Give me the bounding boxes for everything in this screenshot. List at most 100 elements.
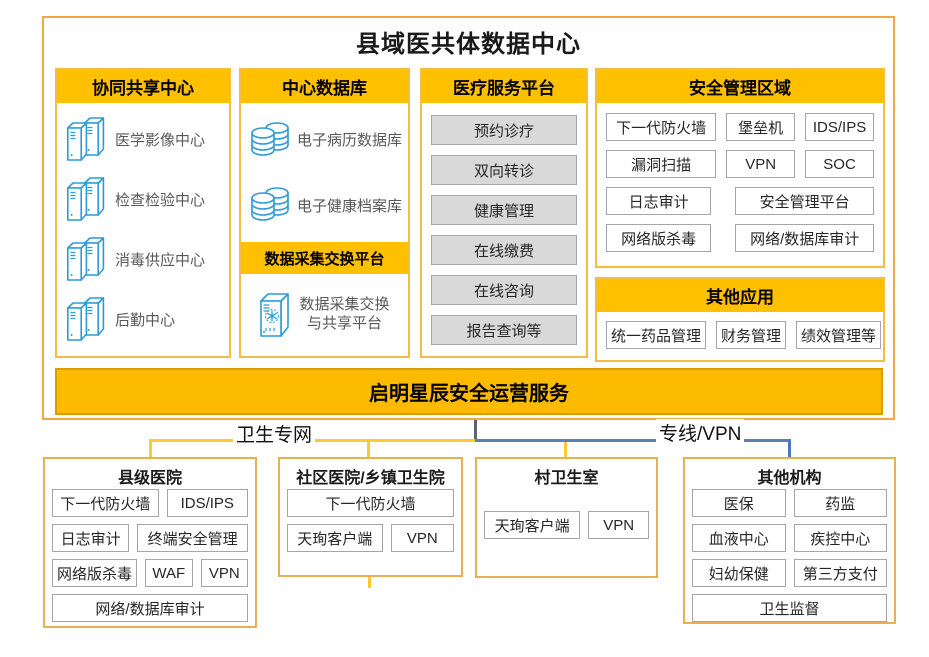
site-product-box: 网络/数据库审计 <box>52 594 248 622</box>
box-county-hospital: 县级医院 下一代防火墙 IDS/IPS 日志审计 终端安全管理 网络版杀毒 WA… <box>43 457 257 628</box>
other-orgs-rows: 医保 药监 血液中心 疾控中心 妇幼保健 第三方支付 卫生监督 <box>692 489 887 622</box>
medical-service-chip: 健康管理 <box>431 195 577 225</box>
exchange-item: 数据采集交换 与共享平台 <box>241 274 408 338</box>
security-box: 安全管理平台 <box>735 187 874 215</box>
medical-service-chip: 在线咨询 <box>431 275 577 305</box>
database-icon <box>251 121 289 156</box>
exchange-subheader: 数据采集交换平台 <box>241 242 408 274</box>
county-hospital-rows: 下一代防火墙 IDS/IPS 日志审计 终端安全管理 网络版杀毒 WAF VPN… <box>52 489 249 622</box>
connector-drop-other-orgs <box>788 439 791 458</box>
db-item-label: 电子健康档案库 <box>297 197 403 215</box>
site-product-box: 天珣客户端 <box>484 511 581 539</box>
site-product-box: VPN <box>390 524 454 552</box>
other-app-box: 绩效管理等 <box>796 321 882 349</box>
label-health-network: 卫生专网 <box>233 420 316 447</box>
site-product-box: 终端安全管理 <box>137 524 248 552</box>
panel-security: 安全管理区域 下一代防火墙 堡垒机 IDS/IPS 漏洞扫描 VPN SOC 日… <box>595 68 885 268</box>
exchange-item-label-line1: 数据采集交换 <box>299 296 390 314</box>
security-box: 网络版杀毒 <box>606 224 712 252</box>
site-product-box: 医保 <box>692 489 786 517</box>
panel-collab-header: 协同共享中心 <box>57 70 229 103</box>
collab-item-label: 检查检验中心 <box>115 191 206 209</box>
server-cluster-icon <box>67 177 105 221</box>
connector-drop-county <box>149 439 152 458</box>
medical-service-list: 预约诊疗 双向转诊 健康管理 在线缴费 在线咨询 报告查询等 <box>422 103 586 345</box>
other-orgs-title: 其他机构 <box>757 470 822 487</box>
site-product-box: 日志审计 <box>52 524 130 552</box>
security-box: 漏洞扫描 <box>606 150 717 178</box>
other-apps-row: 统一药品管理 财务管理 绩效管理等 <box>597 312 883 358</box>
site-product-box: VPN <box>200 559 249 587</box>
medical-header: 医疗服务平台 <box>422 70 586 103</box>
database-icon <box>251 187 289 222</box>
site-product-box: IDS/IPS <box>166 489 248 517</box>
security-box: 日志审计 <box>606 187 712 215</box>
site-product-box: 妇幼保健 <box>692 559 786 587</box>
collab-item-list: 医学影像中心 检查检验中心 消毒供应中心 后勤中心 <box>57 103 229 356</box>
site-product-box: 第三方支付 <box>793 559 887 587</box>
box-community-hospital: 社区医院/乡镇卫生院 下一代防火墙 天珣客户端 VPN <box>278 457 463 577</box>
server-cluster-icon <box>67 297 105 342</box>
server-cluster-icon <box>67 237 105 281</box>
collab-item: 消毒供应中心 <box>61 237 225 282</box>
ops-bar: 启明星辰安全运营服务 <box>55 368 883 415</box>
connector-drop-community <box>367 439 370 458</box>
site-product-box: 下一代防火墙 <box>52 489 159 517</box>
collab-item-label: 医学影像中心 <box>115 131 206 149</box>
connector-vpn-line <box>475 439 791 442</box>
community-hospital-title: 社区医院/乡镇卫生院 <box>296 470 445 487</box>
site-product-box: 网络版杀毒 <box>52 559 138 587</box>
medical-service-chip: 在线缴费 <box>431 235 577 265</box>
community-hospital-rows: 下一代防火墙 天珣客户端 VPN <box>287 489 454 552</box>
site-product-box: 血液中心 <box>692 524 786 552</box>
panel-central-db: 中心数据库 电子病历数据库 电子健康档案库 数据采集交换平台 <box>239 68 410 358</box>
security-header: 安全管理区域 <box>597 70 883 103</box>
site-product-box: WAF <box>145 559 193 587</box>
site-product-box: 天珣客户端 <box>287 524 383 552</box>
site-product-box: 卫生监督 <box>692 594 887 622</box>
collab-item: 后勤中心 <box>61 297 225 342</box>
security-box: SOC <box>805 150 874 178</box>
exchange-item-label: 数据采集交换 与共享平台 <box>299 296 389 334</box>
collab-item: 检查检验中心 <box>61 177 225 222</box>
box-other-orgs: 其他机构 医保 药监 血液中心 疾控中心 妇幼保健 第三方支付 卫生监督 <box>683 457 896 624</box>
panel-collab: 协同共享中心 医学影像中心 检查检验中心 消毒供应中心 后勤中心 <box>55 68 231 358</box>
central-db-header: 中心数据库 <box>241 70 408 103</box>
village-clinic-rows: 天珣客户端 VPN <box>484 511 649 539</box>
site-product-box: VPN <box>588 511 649 539</box>
exchange-server-icon <box>260 293 290 337</box>
connector-trunk-line <box>474 420 477 441</box>
security-box: 堡垒机 <box>726 113 796 141</box>
db-item-label: 电子病历数据库 <box>297 132 403 150</box>
panel-other-apps: 其他应用 统一药品管理 财务管理 绩效管理等 <box>595 277 885 362</box>
security-box: 下一代防火墙 <box>606 113 717 141</box>
security-box-grid: 下一代防火墙 堡垒机 IDS/IPS 漏洞扫描 VPN SOC 日志审计 安全管… <box>597 103 883 262</box>
security-box: 网络/数据库审计 <box>735 224 874 252</box>
site-product-box: 药监 <box>793 489 887 517</box>
other-app-box: 财务管理 <box>716 321 787 349</box>
db-item: 电子健康档案库 <box>245 186 404 224</box>
county-hospital-title: 县级医院 <box>117 470 182 487</box>
site-product-box: 下一代防火墙 <box>287 489 454 517</box>
collab-item: 医学影像中心 <box>61 116 225 162</box>
medical-service-chip: 预约诊疗 <box>431 115 577 145</box>
other-app-box: 统一药品管理 <box>606 321 707 349</box>
connector-stub-community <box>368 577 371 588</box>
medical-service-chip: 报告查询等 <box>431 315 577 345</box>
medical-service-chip: 双向转诊 <box>431 155 577 185</box>
panel-medical: 医疗服务平台 预约诊疗 双向转诊 健康管理 在线缴费 在线咨询 报告查询等 <box>420 68 588 358</box>
collab-item-label: 后勤中心 <box>115 312 176 330</box>
exchange-item-label-line2: 与共享平台 <box>306 315 382 332</box>
db-item: 电子病历数据库 <box>245 121 404 159</box>
site-product-box: 疾控中心 <box>793 524 887 552</box>
server-cluster-icon <box>67 116 105 161</box>
page-title: 县域医共体数据中心 <box>356 31 581 58</box>
security-box: VPN <box>726 150 796 178</box>
box-village-clinic: 村卫生室 天珣客户端 VPN <box>475 457 658 578</box>
security-box: IDS/IPS <box>805 113 874 141</box>
collab-item-label: 消毒供应中心 <box>115 252 206 270</box>
village-clinic-title: 村卫生室 <box>534 470 599 487</box>
other-apps-header: 其他应用 <box>597 279 883 312</box>
db-item-list: 电子病历数据库 电子健康档案库 <box>241 103 408 242</box>
